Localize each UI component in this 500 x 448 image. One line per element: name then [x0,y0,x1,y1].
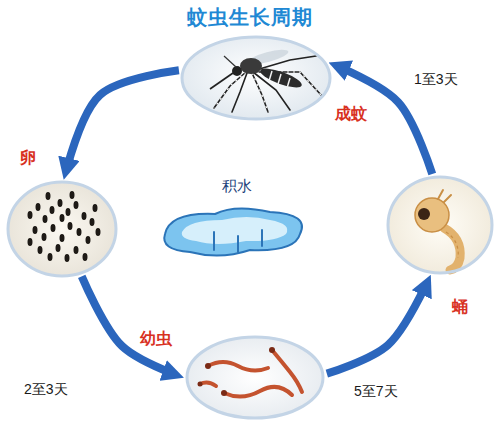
pupa-figure [415,190,460,270]
photo-disc [182,37,330,119]
photo-frame [185,335,325,420]
photo-frame-outline [187,337,323,418]
puddle-figure [164,208,302,255]
larva-heads [198,347,276,396]
stage-name: 蛹 [452,297,468,316]
photo-frame-outline [8,182,116,276]
photo-disc [8,182,116,276]
egg-cluster [28,191,101,262]
mosquito-figure [210,47,322,112]
photo-disc [388,177,492,273]
mosquito-head [232,66,242,76]
photo-frame-outline [182,37,330,119]
photo-frame-outline [388,177,492,273]
stage-name: 卵 [20,148,36,167]
stage-name: 成蚊 [335,104,367,123]
duration-label: 1至3天 [412,70,460,88]
photo-disc [187,337,323,418]
stage-photo: 成蚊 [180,35,332,121]
photo-frame [6,180,118,278]
duration-label: 5至7天 [352,382,400,400]
diagram-title: 蚊虫生长周期 [0,4,500,31]
stage-photo: 卵 [6,180,118,278]
mosquito-stripes [269,71,290,88]
cycle-arrow [327,276,431,374]
cycle-arrow [64,70,179,178]
stage-name: 幼虫 [140,329,172,348]
duration-label: 2至3天 [22,380,70,398]
photo-frame [180,35,332,121]
mosquito-antenna [224,56,236,67]
mosquito-abdomen [258,65,303,91]
water-label: 积水 [222,176,252,196]
stage-photo: 蛹 [386,175,494,275]
mosquito-legs [214,56,322,112]
mosquito-thorax [240,58,262,74]
photo-frame [386,175,494,275]
cycle-arrow [82,276,183,377]
larva-figures [200,350,302,397]
mosquito-proboscis [210,73,233,89]
stage-photo: 幼虫 [185,335,325,420]
